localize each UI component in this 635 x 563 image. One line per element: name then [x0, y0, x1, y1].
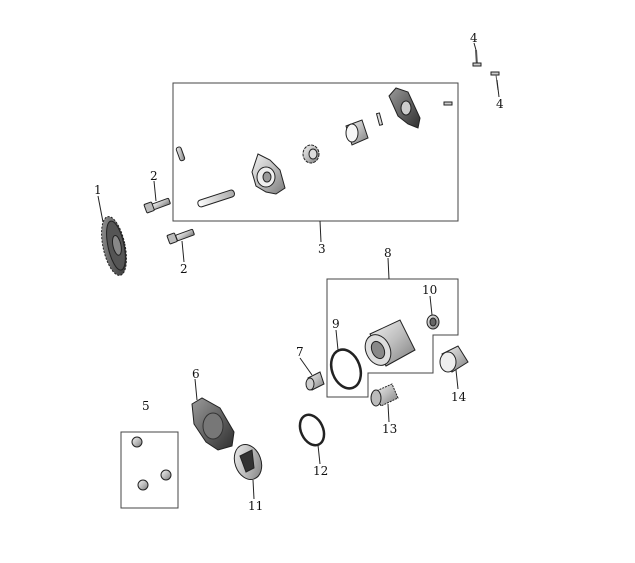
pump-cover-part: [388, 87, 421, 129]
cap-10-part: [426, 314, 440, 330]
filter-cap-11-part: [233, 444, 263, 480]
callout-4-upper: 4: [470, 31, 478, 45]
assembly-box-8: [326, 278, 459, 398]
leader-line-14: [455, 369, 459, 390]
leader-line-9: [335, 329, 339, 351]
callout-8: 8: [384, 246, 392, 260]
oil-filter-part: [364, 319, 416, 367]
pin-upper-part: [472, 49, 482, 67]
assembly-box-5: [120, 431, 179, 509]
outer-rotor-part: [345, 119, 369, 146]
nut-a-part: [131, 436, 143, 448]
leader-line-8: [387, 257, 390, 280]
callout-14: 14: [451, 390, 467, 404]
callout-10: 10: [422, 283, 437, 297]
nut-b-part: [160, 469, 172, 481]
bolt-upper-part: [143, 197, 171, 214]
o-ring-9-part: [329, 348, 363, 390]
callout-4-lower: 4: [496, 97, 504, 111]
gear-part: [101, 216, 127, 276]
spring-7-part: [305, 371, 325, 391]
leader-line-12: [317, 444, 321, 465]
callout-13: 13: [382, 422, 397, 436]
callout-12: 12: [313, 464, 328, 478]
callout-2-upper: 2: [150, 169, 158, 183]
small-screw-part: [443, 101, 453, 106]
callout-7: 7: [296, 345, 304, 359]
bolt-lower-part: [166, 228, 195, 245]
small-pin-part: [375, 112, 384, 126]
pump-housing-part: [251, 153, 286, 195]
leader-line-6: [194, 378, 198, 401]
leader-line-1: [97, 195, 104, 223]
shaft-part: [197, 189, 236, 208]
o-ring-12-part: [298, 413, 326, 447]
callout-2-lower: 2: [180, 262, 188, 276]
leader-line-2a: [153, 180, 157, 202]
spring-13-part: [370, 383, 399, 407]
leader-line-2b: [181, 240, 185, 263]
cap-14-part: [439, 345, 469, 373]
inner-rotor-part: [302, 144, 320, 164]
callout-5: 5: [142, 399, 150, 413]
dowel-pin-part: [175, 146, 186, 162]
callout-3: 3: [318, 242, 326, 256]
leader-line-4b: [496, 79, 500, 98]
leader-line-11: [252, 479, 255, 500]
leader-line-4a: [473, 42, 477, 51]
callout-11: 11: [248, 499, 263, 513]
assembly-box-3: [172, 82, 459, 222]
leader-line-13: [387, 403, 390, 423]
callout-9: 9: [332, 317, 340, 331]
cover-6-part: [191, 397, 235, 451]
leader-line-3: [319, 220, 322, 243]
nut-c-part: [137, 479, 149, 491]
callout-1: 1: [94, 183, 102, 197]
leader-line-7: [299, 357, 313, 376]
leader-line-10: [429, 295, 433, 316]
callout-6: 6: [192, 367, 200, 381]
